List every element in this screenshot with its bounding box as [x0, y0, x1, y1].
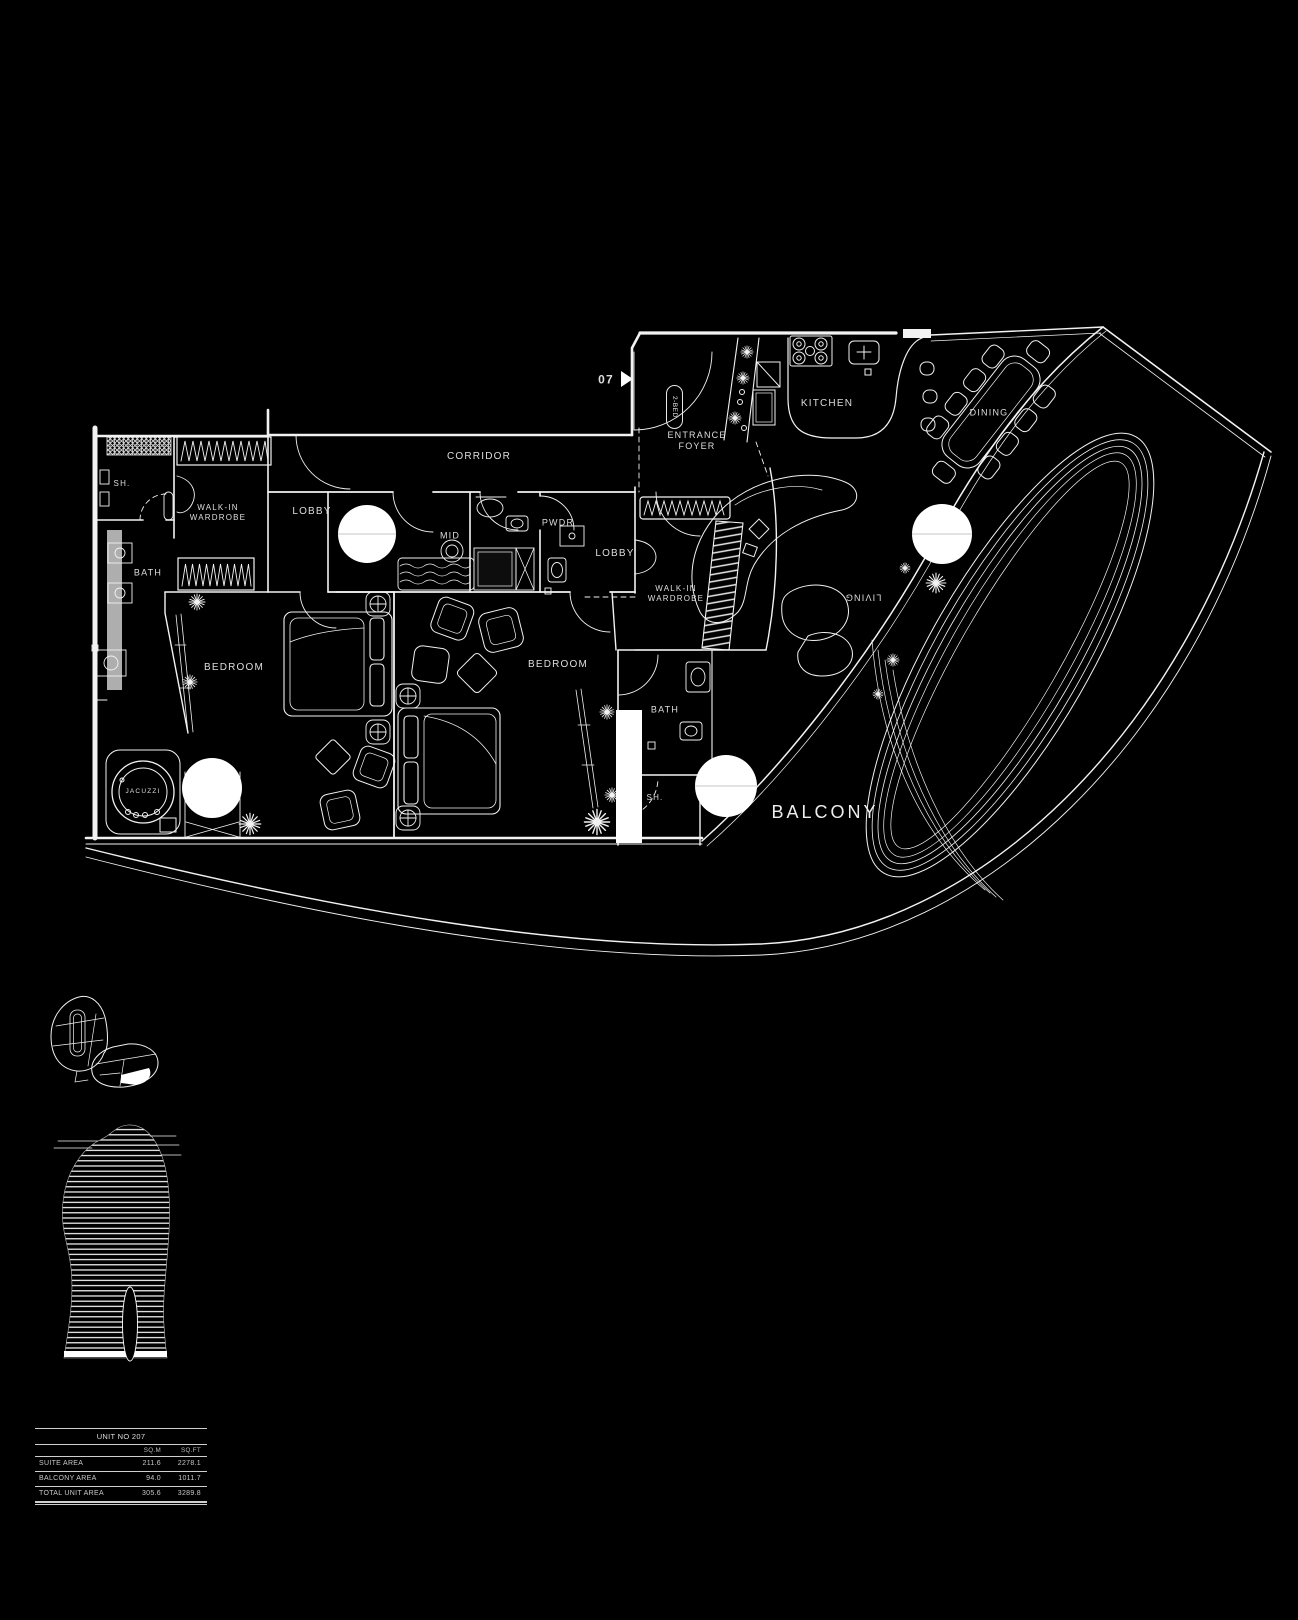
- room-label-kitchen: KITCHEN: [800, 397, 854, 409]
- row-label: TOTAL UNIT AREA: [39, 1490, 104, 1497]
- room-label-living: LIVING: [844, 592, 882, 603]
- dashed-boundaries: [139, 427, 769, 819]
- col-header-sqm: SQ.M: [143, 1446, 161, 1454]
- area-table-header: SQ.M SQ.FT: [35, 1445, 207, 1457]
- tower-elevation: [53, 1124, 182, 1362]
- row-sqft: 2278.1: [177, 1460, 201, 1467]
- entry-arrow-icon: [621, 371, 633, 387]
- table-row-suite-area: SUITE AREA 211.6 2278.1: [35, 1457, 207, 1472]
- area-table-title: UNIT NO 207: [35, 1428, 207, 1445]
- area-table: UNIT NO 207 SQ.M SQ.FT SUITE AREA 211.6 …: [35, 1428, 207, 1505]
- kitchen-fittings: [737, 335, 938, 432]
- room-label-wardrobe-right: WALK-IN WARDROBE: [647, 584, 705, 603]
- room-label-lobby-right: LOBBY: [595, 547, 635, 559]
- col-header-sqft: SQ.FT: [180, 1446, 201, 1454]
- key-plan: [50, 995, 159, 1088]
- room-label-balcony: BALCONY: [771, 801, 879, 822]
- row-sqft: 1011.7: [178, 1475, 201, 1482]
- room-label-bath-left: BATH: [133, 567, 163, 578]
- terrace-ribbon-sculpture: [865, 432, 1155, 901]
- row-sqft: 3289.8: [177, 1490, 201, 1497]
- row-label: BALCONY AREA: [39, 1475, 97, 1482]
- key-plan-unit-highlight: [121, 1068, 151, 1085]
- bedside-tables: [365, 591, 421, 831]
- room-label-powder-room: PWDR: [541, 517, 575, 528]
- unit-type-badge: 2-BED: [666, 385, 683, 429]
- room-label-bath-right: BATH: [650, 704, 680, 715]
- row-sqm: 305.6: [141, 1490, 161, 1497]
- room-label-entrance-foyer: ENTRANCE FOYER: [667, 429, 727, 451]
- plant-symbols: [182, 345, 947, 836]
- room-label-shower-left: SH.: [113, 479, 131, 488]
- room-label-lobby-left: LOBBY: [292, 505, 332, 517]
- jacuzzi-tub: [105, 749, 181, 835]
- unit-type-label: 2-BED: [671, 396, 678, 418]
- table-row-total-area: TOTAL UNIT AREA 305.6 3289.8: [35, 1487, 207, 1503]
- room-label-bedroom-center: BEDROOM: [527, 658, 589, 670]
- door-swings: [163, 351, 713, 696]
- bathroom-fixtures: [91, 469, 711, 827]
- lounge-chairs: [315, 596, 524, 831]
- room-label-wardrobe-left: WALK-IN WARDROBE: [189, 503, 247, 522]
- wardrobe-strips: [176, 436, 744, 651]
- row-sqm: 211.6: [142, 1460, 161, 1467]
- room-label-bedroom-left: BEDROOM: [203, 661, 265, 673]
- living-furniture: [691, 474, 858, 677]
- room-label-mid-bath: MID: [439, 530, 461, 541]
- beds: [283, 611, 501, 815]
- room-label-corridor: CORRIDOR: [446, 450, 512, 462]
- structural-columns: [182, 504, 972, 843]
- unit-number-label: 07: [598, 372, 614, 387]
- row-sqm: 94.0: [146, 1475, 161, 1482]
- dining-set: [926, 340, 1056, 484]
- planter-strips: [174, 613, 599, 809]
- room-label-dining: DINING: [969, 407, 1009, 418]
- table-bottom-rule: [35, 1504, 207, 1505]
- room-label-shower-right: SH.: [646, 793, 664, 802]
- room-label-jacuzzi: JACUZZI: [125, 787, 161, 795]
- column-hairlines: [337, 533, 973, 787]
- table-row-balcony-area: BALCONY AREA 94.0 1011.7: [35, 1472, 207, 1487]
- row-label: SUITE AREA: [39, 1460, 84, 1467]
